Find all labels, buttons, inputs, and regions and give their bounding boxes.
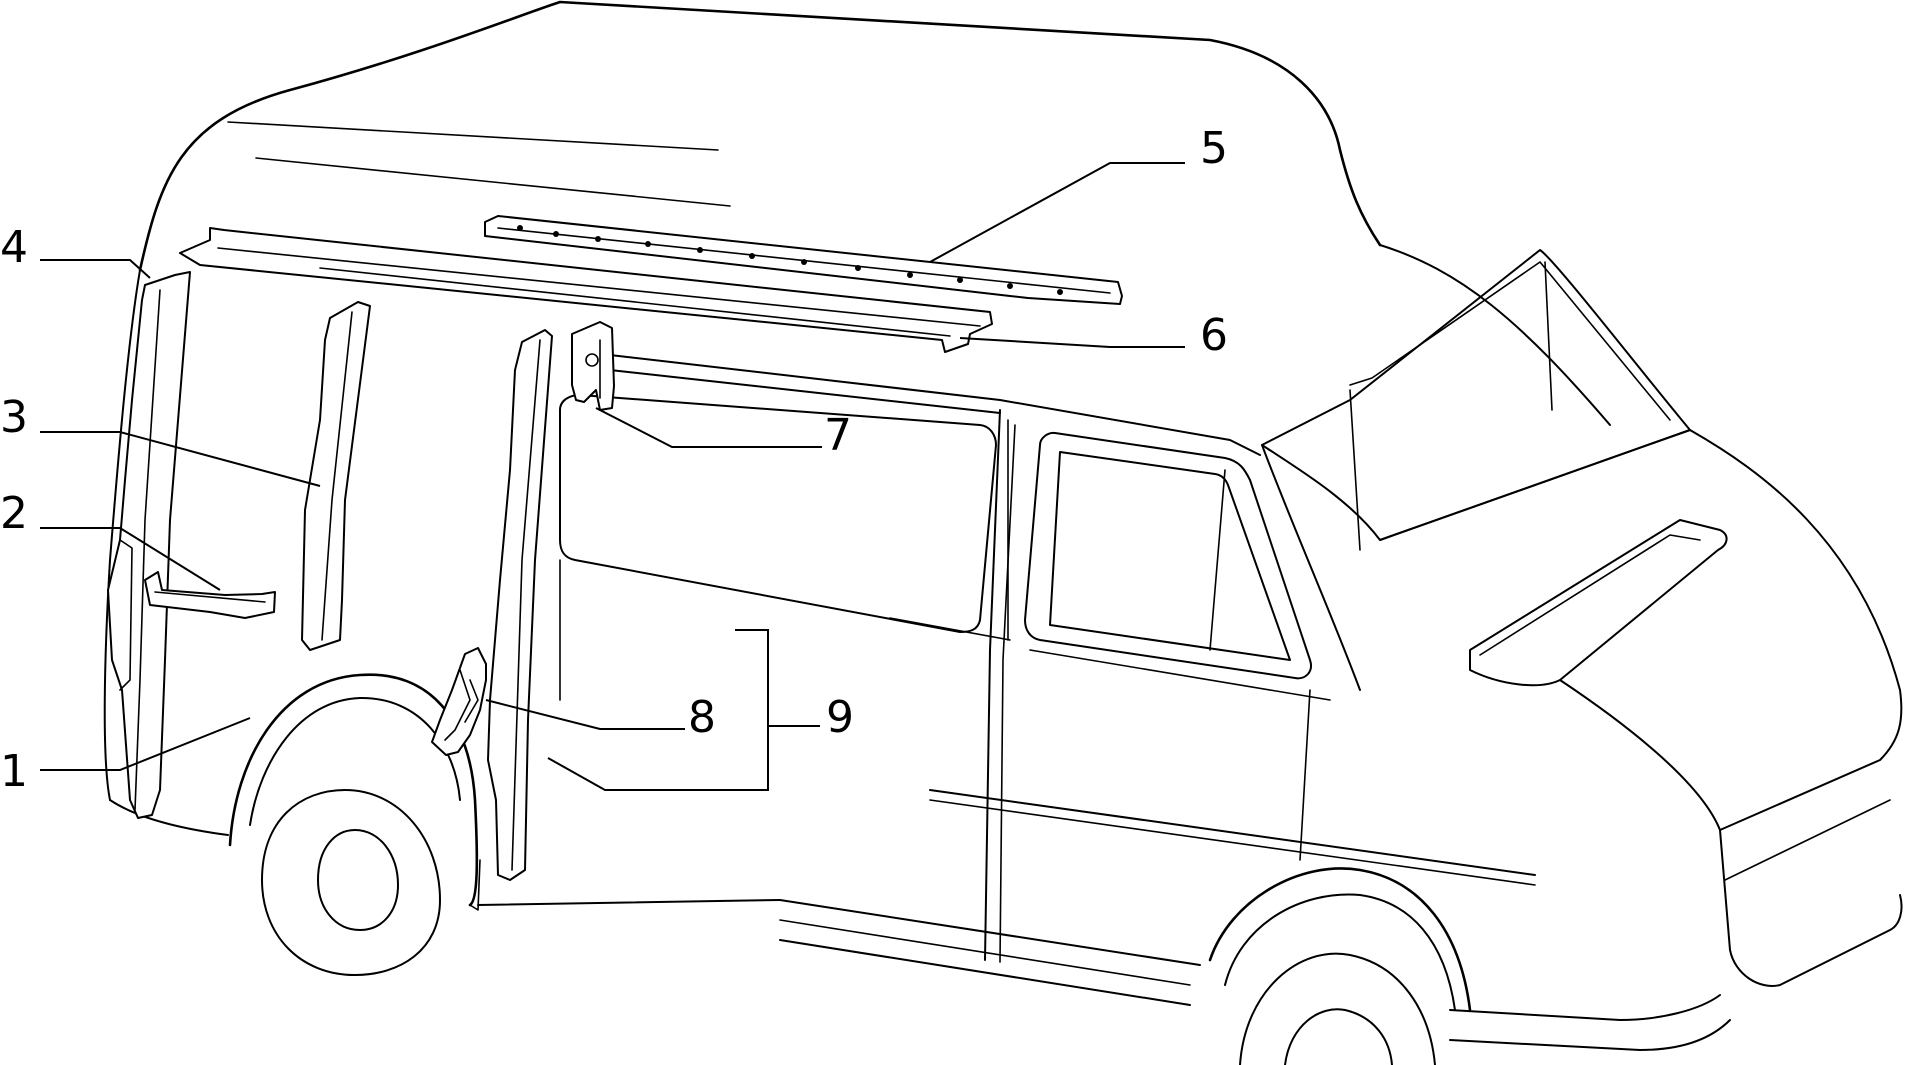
front-tire	[1239, 952, 1436, 1065]
rear-edge	[103, 269, 141, 801]
rocker-panel	[779, 899, 1201, 966]
callout-5: 5	[1200, 123, 1228, 174]
part-6-side-rail-line	[217, 247, 981, 327]
a-pillar	[1261, 444, 1361, 691]
leader-3	[40, 431, 321, 487]
b-pillar-2	[999, 424, 1016, 963]
leader-2	[40, 527, 221, 591]
front-fascia	[1559, 679, 1903, 831]
part-6-side-rail-line-2	[319, 267, 951, 337]
front-lower-bumper	[1449, 994, 1721, 1021]
side-window-rear	[559, 394, 997, 633]
belt-line-upper	[609, 354, 1261, 456]
part-4-rear-pillar-line	[134, 289, 161, 811]
part-3-mid-pillar	[301, 301, 371, 651]
part-3-mid-pillar-line	[321, 311, 353, 641]
hood-vent-inner	[1479, 534, 1701, 656]
front-door-top	[1029, 649, 1331, 701]
van-roof-outline	[138, 0, 1382, 272]
rear-wheel-arch	[228, 673, 479, 907]
roof-line-1	[227, 121, 719, 151]
rear-tire-hub	[317, 829, 399, 931]
part-6-side-rail	[179, 227, 993, 353]
front-tire-hub	[1284, 1008, 1393, 1065]
b-pillar	[984, 409, 1001, 961]
callout-2: 2	[0, 488, 28, 539]
callout-8: 8	[688, 692, 716, 743]
front-bumper	[1719, 829, 1903, 987]
part-2-bracket-line	[154, 591, 266, 603]
front-door-rear-seam	[1299, 689, 1311, 861]
leader-4	[40, 259, 151, 279]
van-body-outline	[103, 0, 1903, 1065]
front-wheel-arch-inner	[1224, 893, 1456, 1011]
callout-6: 6	[1200, 310, 1228, 361]
callout-4: 4	[0, 222, 28, 273]
hood-outline	[1379, 429, 1901, 691]
part-2-bracket	[144, 571, 276, 619]
part-8-bracket	[431, 647, 487, 756]
side-rub-strip-lower	[929, 799, 1536, 886]
leader-6	[959, 337, 1185, 348]
rear-tire	[261, 789, 441, 976]
windshield-pillar	[1544, 261, 1553, 411]
callout-labels: 1 2 3 4 5 6 7 8 9	[0, 123, 1228, 797]
leader-8	[485, 699, 685, 730]
front-door-window	[1024, 431, 1312, 680]
door-window-divider	[1209, 469, 1226, 651]
side-body-bottom	[477, 899, 781, 906]
rocker-panel-3	[779, 939, 1191, 1006]
front-lower-bumper-2	[1449, 1019, 1731, 1051]
callout-9: 9	[826, 692, 854, 743]
leader-lines	[40, 162, 1185, 791]
cab-interior-line	[1349, 389, 1361, 551]
side-door-line	[889, 617, 1011, 641]
callout-3: 3	[0, 392, 28, 443]
windshield-inner	[1349, 261, 1671, 421]
leader-1	[40, 717, 251, 771]
front-wheel-arch	[1208, 867, 1472, 1012]
part-4-rear-pillar-flange	[119, 539, 133, 691]
leader-5	[929, 162, 1185, 263]
roof-line-2	[255, 157, 731, 207]
front-bumper-line	[1724, 799, 1891, 881]
body-parts	[107, 215, 1123, 881]
belt-line-lower	[609, 369, 1001, 414]
rear-wheel-arch-inner	[249, 696, 461, 826]
leader-7	[595, 407, 822, 448]
rear-arch-extension	[469, 859, 481, 911]
callout-1: 1	[0, 746, 28, 797]
windshield-frame	[1261, 249, 1691, 541]
part-9-door-pillar-line	[511, 339, 541, 871]
front-door-window-inner	[1049, 451, 1291, 661]
rear-bottom	[109, 799, 229, 836]
roof-front-edge	[1379, 244, 1611, 426]
side-rub-strip	[929, 789, 1536, 876]
callout-7: 7	[824, 410, 852, 461]
hood-vent	[1469, 519, 1728, 687]
leader-9-bracket	[547, 629, 769, 791]
